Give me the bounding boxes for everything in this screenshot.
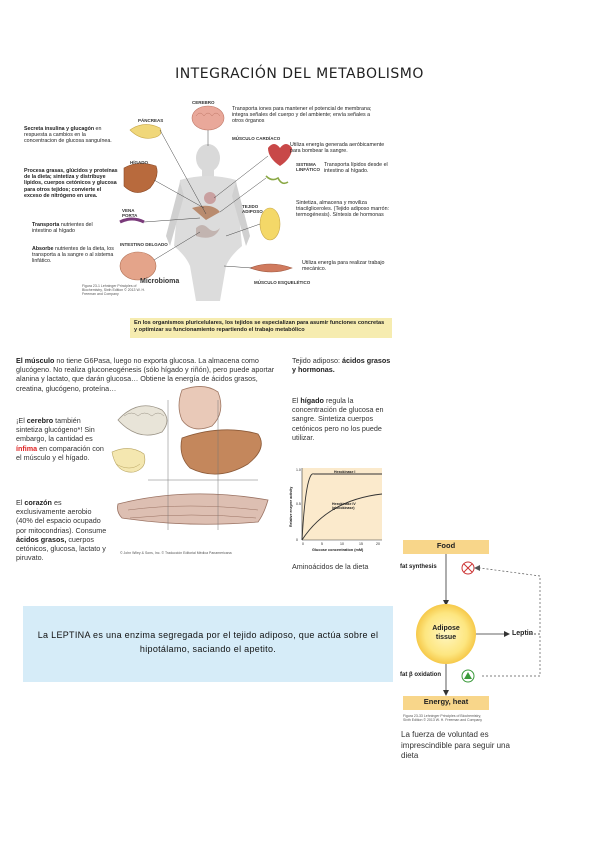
organs-figure: © John Wiley & Sons, Inc. © Traducción E… — [108, 380, 278, 555]
label-small-intestine: INTESTINO DELGADO — [120, 242, 168, 247]
brain-text: Transporta iones para mantener el potenc… — [232, 106, 372, 125]
heart-text: Utiliza energía generada aeróbicamente p… — [290, 142, 385, 155]
adipose-paragraph: Tejido adiposo: ácidos grasos y hormonas… — [292, 356, 391, 375]
label-heart: MÚSCULO CARDÍACO — [232, 136, 281, 141]
xtick-15: 15 — [359, 542, 363, 546]
intestine-text: Absorbe nutrientes de la dieta, los tran… — [32, 246, 114, 265]
pancreas-text: Secreta insulina y glucagón en respuesta… — [24, 126, 112, 145]
graph-ylabel: Relative enzyme activity — [289, 486, 293, 527]
ytick-05: 0.5 — [296, 502, 301, 506]
label-microbiome: Microbioma — [140, 278, 180, 285]
leptin-illustration — [403, 540, 541, 710]
metabolism-body-figure: Secreta insulina y glucagón en respuesta… — [20, 96, 395, 306]
heart-paragraph: El corazón es exclusivamente aerobio (40… — [16, 498, 107, 563]
specialization-note: En los organismos pluricelulares, los te… — [130, 318, 392, 338]
hexokinase-chart — [301, 468, 383, 541]
adipose-text: Sintetiza, almacena y moviliza triacilgl… — [296, 200, 390, 219]
body-illustration — [119, 105, 293, 301]
label-lymph: SISTEMA LINFÁTICO — [296, 162, 320, 172]
lymph-text: Transporta lípidos desde el intestino al… — [324, 162, 388, 175]
energy-heat-label: Energy, heat — [423, 697, 469, 706]
leptin-diagram: Food fat synthesis Adipose tissue Leptin… — [400, 538, 550, 728]
muscle-paragraph: El músculo no tiene G6Pasa, luego no exp… — [16, 356, 275, 393]
ytick-0: 0 — [296, 538, 298, 542]
label-skeletal-muscle: MÚSCULO ESQUELÉTICO — [254, 280, 311, 285]
fat-synthesis-label: fat synthesis — [400, 564, 437, 570]
hexokinase-graph: Hexokinase I Hexokinase IV (glucokinase)… — [288, 460, 388, 555]
aminoacid-text: Aminoácidos de la dieta — [292, 562, 369, 571]
ytick-1: 1.0 — [296, 468, 301, 472]
leptin-info-text: La LEPTINA es una enzima segregada por e… — [37, 630, 379, 654]
adipose-tissue-label: Adipose tissue — [432, 625, 460, 641]
label-pancreas: PÁNCREAS — [138, 118, 164, 123]
food-label: Food — [436, 541, 456, 550]
label-portal-vein: VENA PORTA — [122, 208, 138, 218]
xtick-20: 20 — [376, 542, 380, 546]
leptin-caption: Figura 23-33 Lehninger Principles of Bio… — [403, 714, 483, 722]
portal-vein-text: Transporta nutrientes del intestino al h… — [32, 222, 93, 235]
organs-illustration — [111, 386, 269, 530]
hexokinase-i-label: Hexokinase I — [334, 470, 356, 474]
willpower-text: La fuerza de voluntad es imprescindible … — [401, 730, 510, 760]
figure2-caption: © John Wiley & Sons, Inc. © Traducción E… — [120, 551, 232, 555]
hexokinase-iv-label: Hexokinase IV (glucokinase) — [332, 502, 356, 510]
leptin-info-box — [23, 606, 393, 682]
brain-paragraph: ¡El cerebro también sintetiza glucógeno*… — [16, 416, 104, 462]
page-title: INTEGRACIÓN DEL METABOLISMO — [175, 66, 424, 82]
figure1-caption: Figura 23-1 Lehninger Principles of Bioc… — [82, 284, 146, 296]
label-liver: HÍGADO — [130, 160, 148, 165]
xtick-5: 5 — [321, 542, 323, 546]
label-adipose: TEJIDO ADIPOSO — [242, 204, 263, 214]
graph-xlabel: Glucose concentration (mM) — [312, 548, 364, 552]
xtick-0: 0 — [302, 542, 304, 546]
liver-text: Procesa grasas, glúcidos y proteínas de … — [24, 168, 118, 199]
leptin-label: Leptin — [512, 630, 533, 637]
fat-oxidation-label: fat β oxidation — [400, 672, 441, 678]
label-brain: CEREBRO — [192, 100, 215, 105]
muscle-text: Utiliza energía para realizar trabajo me… — [302, 260, 385, 273]
xtick-10: 10 — [340, 542, 344, 546]
liver-paragraph: El hígado regula la concentración de glu… — [292, 396, 384, 442]
